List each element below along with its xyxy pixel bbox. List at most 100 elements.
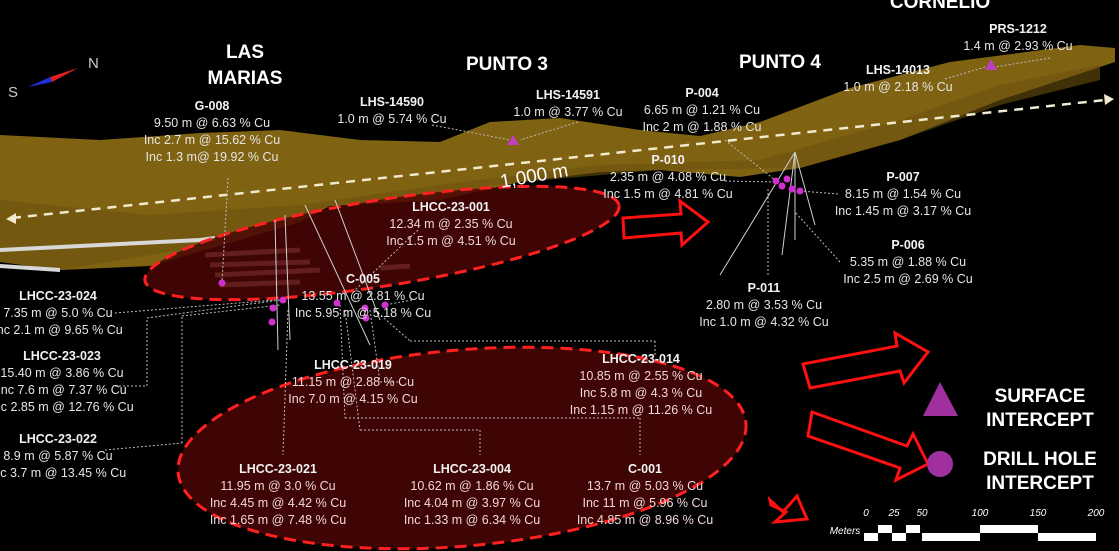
intercept-label-g008: G-008 9.50 m @ 6.63 % Cu Inc 2.7 m @ 15.62… [144,98,280,166]
assay-result: 10.62 m @ 1.86 % Cu [410,479,534,493]
red-direction-arrows [621,197,931,524]
target-zone-lower [176,345,748,551]
assay-result: 9.50 m @ 6.63 % Cu [153,116,271,130]
assay-result: 11.15 m @ 2.88 % Cu [291,375,415,389]
compass-north-label: N [88,55,99,72]
intercept-label-lhcc23021: LHCC-23-021 11.95 m @ 3.0 % Cu Inc 4.45 m … [210,461,346,529]
assay-result: 1.0 m @ 2.18 % Cu [843,80,953,94]
assay-result: 12.34 m @ 2.35 % Cu [389,217,513,231]
compass-south-arrow-icon [28,77,52,87]
hole-id: C-001 [627,462,663,476]
surface-intercept-markers [507,59,997,145]
legend-text: INTERCEPT [986,410,1094,431]
arrow-downright-icon [806,409,931,483]
intercept-label-lhcc23022: LHCC-23-022 8.9 m @ 5.87 % Cu Inc 3.7 m @ … [0,431,126,482]
legend-text: SURFACE [994,386,1086,407]
scale-tick: 200 [1087,508,1105,519]
place-punto-4: PUNTO 4 [738,52,822,73]
scale-bar [864,525,1096,541]
compass-south-label: S [8,84,19,101]
hole-id: G-008 [194,99,230,113]
arrow-down-icon [767,493,810,524]
place-las-marias: LAS MARIAS [207,42,283,89]
hole-id: P-007 [886,170,920,184]
legend-text: DRILL HOLE [983,449,1097,470]
hole-id: PRS-1212 [989,22,1047,36]
assay-result: Inc 1.5 m @ 4.81 % Cu [603,187,733,201]
assay-result: Inc 1.65 m @ 7.48 % Cu [209,513,347,527]
assay-result: 10.85 m @ 2.55 % Cu [579,369,703,383]
assay-result: Inc 4.45 m @ 4.42 % Cu [209,496,347,510]
assay-result: 2.35 m @ 4.08 % Cu [609,170,727,184]
hole-id: LHCC-23-022 [19,432,97,446]
assay-result: Inc 2.85 m @ 12.76 % Cu [0,400,134,414]
place-cornelio: CORNELIO [889,0,991,13]
leader-lines [104,57,1051,456]
arrow-upright-icon [801,330,931,390]
target-zone-upper [143,184,621,302]
intercept-label-c001: C-001 13.7 m @ 5.03 % Cu Inc 11 m @ 5.96 %… [577,461,713,529]
assay-result: Inc 1.45 m @ 3.17 % Cu [834,204,972,218]
scale-unit: Meters [829,526,861,537]
hole-id: P-011 [747,281,781,295]
legend-surface-intercept: SURFACE INTERCEPT [986,385,1094,433]
intercept-label-lhs14013: LHS-14013 1.0 m @ 2.18 % Cu [843,62,952,96]
legend-circle-icon [927,451,953,477]
section-line [11,98,1106,220]
hole-id: LHCC-23-021 [239,462,317,476]
intercept-label-lhcc23019: LHCC-23-019 11.15 m @ 2.88 % Cu Inc 7.0 m … [288,357,417,408]
hole-id: LHCC-23-019 [314,358,392,372]
assay-result: Inc 5.8 m @ 4.3 % Cu [579,386,703,400]
scale-tick: 150 [1029,508,1047,519]
assay-result: Inc 1.0 m @ 4.32 % Cu [699,315,829,329]
assay-result: Inc 1.33 m @ 6.34 % Cu [403,513,541,527]
assay-result: Inc 2 m @ 1.88 % Cu [642,120,762,134]
arrow-right-icon [621,197,711,249]
assay-result: 7.35 m @ 5.0 % Cu [3,306,113,320]
assay-result: Inc 4.85 m @ 8.96 % Cu [576,513,714,527]
hole-id: C-005 [345,272,381,286]
assay-result: 1.0 m @ 5.74 % Cu [337,112,447,126]
hole-id: LHS-14590 [360,95,424,109]
hole-id: P-004 [685,86,719,100]
assay-result: 13.7 m @ 5.03 % Cu [586,479,704,493]
section-arrow-right-icon [1104,94,1114,105]
hole-id: LHCC-23-001 [412,200,490,214]
assay-result: 13.55 m @ 2.81 % Cu [301,289,425,303]
intercept-label-lhs14590: LHS-14590 1.0 m @ 5.74 % Cu [337,94,446,128]
assay-result: Inc 7.0 m @ 4.15 % Cu [288,392,418,406]
assay-result: 1.4 m @ 2.93 % Cu [963,39,1073,53]
legend-text: INTERCEPT [986,473,1094,494]
scale-tick: 100 [971,508,989,519]
assay-result: Inc 1.3 m@ 19.92 % Cu [145,150,279,164]
assay-result: 5.35 m @ 1.88 % Cu [849,255,967,269]
drill-hole-intercept-markers [218,175,804,326]
assay-result: 1.0 m @ 3.77 % Cu [513,105,623,119]
terrain-shade [0,65,1100,270]
assay-result: 8.9 m @ 5.87 % Cu [3,449,113,463]
drill-traces [274,151,816,351]
intercept-label-lhcc23014: LHCC-23-014 10.85 m @ 2.55 % Cu Inc 5.8 m … [570,351,712,419]
intercept-label-p007: P-007 8.15 m @ 1.54 % Cu Inc 1.45 m @ 3.17… [835,169,971,220]
hole-id: LHCC-23-004 [433,462,511,476]
assay-result: Inc 11 m @ 5.96 % Cu [582,496,708,510]
hole-id: LHCC-23-014 [602,352,680,366]
assay-result: Inc 3.7 m @ 13.45 % Cu [0,466,127,480]
assay-result: 11.95 m @ 3.0 % Cu [220,479,336,493]
legend-triangle-icon [923,382,958,416]
assay-result: Inc 5.95 m @ 5.18 % Cu [294,306,432,320]
assay-result: Inc 2.7 m @ 15.62 % Cu [143,133,281,147]
hole-id: LHCC-23-023 [23,349,101,363]
hole-id: LHS-14013 [866,63,930,77]
assay-result: 8.15 m @ 1.54 % Cu [844,187,962,201]
